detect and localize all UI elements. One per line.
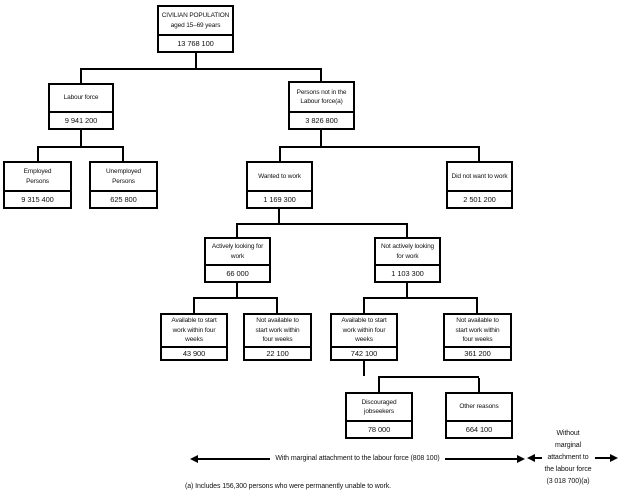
- node-title: CIVILIAN POPULATION aged 15–69 years: [159, 7, 232, 36]
- connector: [193, 297, 278, 299]
- node-title: Discouraged jobseekers: [347, 394, 411, 422]
- connector: [80, 130, 82, 146]
- connector: [37, 148, 39, 161]
- arrow-line: [595, 457, 610, 459]
- node-title: Unemployed Persons: [91, 163, 156, 192]
- node-value: 78 000: [367, 425, 391, 434]
- arrowhead-right-icon: [610, 454, 618, 462]
- node-title: Available to start work within four week…: [162, 315, 226, 348]
- connector: [279, 146, 480, 148]
- connector: [80, 70, 82, 83]
- node-available-to-start-not-active: Available to start work within four week…: [330, 313, 398, 361]
- node-title: Not available to start work within four …: [245, 315, 310, 348]
- arrow-line: [198, 457, 271, 460]
- node-did-not-want-to-work: Did not want to work 2 501 200: [446, 161, 513, 209]
- node-actively-looking-for-work: Actively looking for work 66 000: [204, 237, 271, 283]
- connector: [378, 376, 479, 378]
- connector: [195, 53, 197, 68]
- node-value: 742 100: [350, 348, 378, 358]
- connector: [363, 297, 478, 299]
- node-not-available-to-start-not-active: Not available to start work within four …: [443, 313, 512, 361]
- connector: [236, 283, 238, 297]
- connector: [363, 361, 365, 376]
- node-title: Not actively looking for work: [376, 239, 439, 266]
- connector: [193, 299, 195, 313]
- connector: [406, 283, 408, 297]
- node-civilian-population: CIVILIAN POPULATION aged 15–69 years 13 …: [157, 5, 234, 53]
- node-title: Available to start work within four week…: [332, 315, 396, 348]
- arrowhead-left-icon: [190, 454, 198, 463]
- node-unemployed-persons: Unemployed Persons 625 800: [89, 161, 158, 209]
- connector: [236, 223, 408, 225]
- node-value: 66 000: [226, 269, 249, 278]
- node-not-actively-looking-for-work: Not actively looking for work 1 103 300: [374, 237, 441, 283]
- node-title: Labour force: [50, 85, 112, 113]
- node-value: 664 100: [465, 425, 493, 434]
- node-title: Not available to start work within four …: [445, 315, 510, 348]
- connector: [478, 378, 480, 392]
- arrowhead-right-icon: [517, 454, 525, 463]
- node-wanted-to-work: Wanted to work 1 169 300: [246, 161, 313, 209]
- connector: [236, 225, 238, 237]
- node-value: 1 169 300: [263, 195, 296, 204]
- with-marginal-label: With marginal attachment to the labour f…: [275, 455, 440, 462]
- node-other-reasons: Other reasons 664 100: [445, 392, 513, 439]
- node-discouraged-jobseekers: Discouraged jobseekers 78 000: [345, 392, 413, 439]
- without-marginal-label: Without marginal attachment to the labou…: [544, 430, 592, 485]
- node-value: 13 768 100: [177, 39, 214, 48]
- node-title: Did not want to work: [448, 163, 511, 192]
- arrow-line: [444, 457, 517, 460]
- node-value: 3 826 800: [305, 116, 338, 125]
- node-employed-persons: Employed Persons 9 315 400: [3, 161, 72, 209]
- node-persons-not-in-labour-force: Persons not in the Labour force(a) 3 826…: [288, 81, 355, 130]
- node-title: Other reasons: [447, 394, 511, 422]
- connector: [476, 299, 478, 313]
- connector: [279, 148, 281, 161]
- footnote: (a) Includes 156,300 persons who were pe…: [185, 483, 391, 490]
- node-available-to-start-active: Available to start work within four week…: [160, 313, 228, 361]
- arrow-line: [535, 457, 542, 459]
- node-value: 9 941 200: [64, 116, 98, 125]
- connector: [80, 68, 322, 70]
- node-title: Employed Persons: [5, 163, 70, 192]
- node-not-available-to-start-active: Not available to start work within four …: [243, 313, 312, 361]
- node-value: 625 800: [110, 195, 137, 204]
- connector: [37, 146, 124, 148]
- node-title: Wanted to work: [248, 163, 311, 192]
- node-value: 9 315 400: [21, 195, 54, 204]
- connector: [378, 378, 380, 392]
- connector: [320, 130, 322, 146]
- node-labour-force: Labour force 9 941 200: [48, 83, 114, 130]
- node-value: 22 100: [266, 348, 289, 358]
- node-value: 2 501 200: [463, 195, 496, 204]
- node-title: Persons not in the Labour force(a): [290, 83, 353, 113]
- connector: [363, 299, 365, 313]
- connector: [320, 70, 322, 81]
- arrowhead-left-icon: [527, 454, 535, 462]
- node-value: 361 200: [464, 348, 491, 358]
- connector: [278, 209, 280, 223]
- node-value: 43 900: [182, 348, 206, 358]
- connector: [276, 299, 278, 313]
- node-title: Actively looking for work: [206, 239, 269, 266]
- with-marginal-arrow: With marginal attachment to the labour f…: [190, 454, 525, 463]
- connector: [406, 225, 408, 237]
- connector: [478, 148, 480, 161]
- node-value: 1 103 300: [391, 269, 424, 278]
- connector: [122, 148, 124, 161]
